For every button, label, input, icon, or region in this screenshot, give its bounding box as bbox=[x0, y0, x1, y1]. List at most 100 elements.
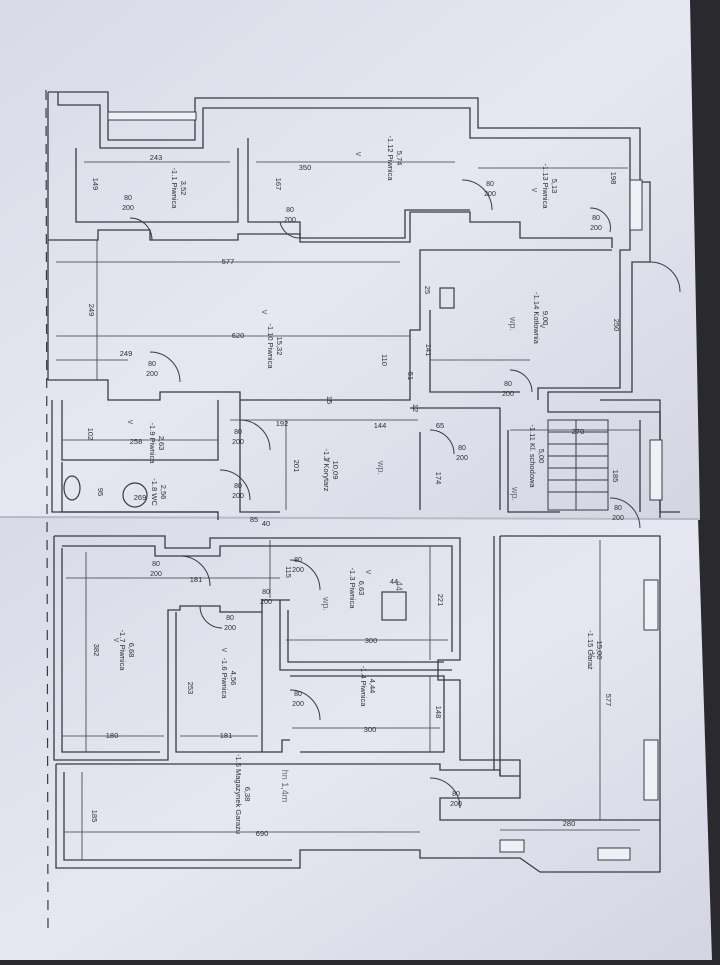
room-area-r1_5: 6,38 bbox=[243, 787, 252, 802]
room-area-r1_3: 6,63 bbox=[357, 581, 366, 596]
annotation-label: v bbox=[364, 570, 374, 575]
margin-dash-line bbox=[45, 89, 49, 931]
room-name-r1_4: -1.4 Piwnica bbox=[359, 666, 368, 708]
annotation-label: v bbox=[588, 653, 598, 658]
walls bbox=[47, 91, 680, 873]
dimension-label: 249 bbox=[120, 349, 133, 358]
door-height-label: 200 bbox=[224, 625, 236, 632]
paper-sheet-lower bbox=[0, 516, 712, 960]
door-width-label: 80 bbox=[294, 557, 302, 564]
room-area-r1_7: 6,68 bbox=[127, 643, 136, 658]
door-height-label: 200 bbox=[292, 567, 304, 574]
annotation-label: hn 1,4m bbox=[280, 770, 290, 803]
door-height-label: 200 bbox=[232, 439, 244, 446]
dimension-label: 258 bbox=[130, 437, 143, 446]
dimension-label: 115 bbox=[284, 566, 293, 578]
door-height-label: 200 bbox=[232, 493, 244, 500]
room-name-r1_5: -1.5 Magazynek Garażu bbox=[234, 754, 243, 834]
dimension-label: 181 bbox=[190, 575, 203, 584]
dimension-label: 280 bbox=[563, 819, 576, 828]
room-area-r1_15: 15,00 bbox=[595, 641, 604, 660]
dimension-label: 12 bbox=[411, 404, 420, 412]
dimension-label: 620 bbox=[232, 331, 245, 340]
dimension-label: 15 bbox=[325, 396, 334, 404]
door-height-label: 200 bbox=[502, 391, 514, 398]
dimension-label: 577 bbox=[604, 694, 613, 707]
annotation-label: v bbox=[112, 638, 122, 643]
room-area-r1_10: 15,32 bbox=[275, 337, 284, 356]
dimension-label: 65 bbox=[436, 421, 444, 430]
door-width-label: 80 bbox=[458, 445, 466, 452]
dimension-label: 269 bbox=[134, 493, 147, 502]
dimension-label: 180 bbox=[106, 731, 119, 740]
dimension-label: 201 bbox=[292, 460, 301, 473]
door-width-label: 80 bbox=[294, 691, 302, 698]
annotation-label: wp. bbox=[376, 460, 386, 475]
dimension-label: 95 bbox=[96, 488, 105, 496]
door-height-label: 200 bbox=[146, 371, 158, 378]
door-height-label: 200 bbox=[292, 701, 304, 708]
room-area-r1_4: 4,44 bbox=[368, 679, 377, 694]
room-area-r1_13: 5,13 bbox=[550, 179, 559, 194]
annotation-label: wp. bbox=[321, 596, 331, 611]
door-width-label: 80 bbox=[286, 207, 294, 214]
dimension-label: 85 bbox=[250, 515, 258, 524]
door-labels: 80 200 80 200 80 200 80 200 80 200 80 200 80 200 80 200… bbox=[122, 181, 624, 808]
annotation-label: v bbox=[538, 324, 548, 329]
boiler-fixture bbox=[439, 287, 455, 309]
dimension-label: 690 bbox=[256, 829, 269, 838]
door-width-label: 80 bbox=[614, 505, 622, 512]
annotation-label: v bbox=[126, 420, 136, 425]
door-height-label: 200 bbox=[590, 225, 602, 232]
dimension-lines bbox=[56, 161, 640, 860]
door-width-label: 80 bbox=[234, 483, 242, 490]
room-name-r1_10: -1.10 Piwnica bbox=[266, 323, 275, 369]
annotation-label: v bbox=[260, 310, 270, 315]
wc-bowl bbox=[63, 475, 81, 501]
door-width-label: 80 bbox=[234, 429, 242, 436]
dimension-label: 221 bbox=[436, 594, 445, 607]
annotation-label: 44 bbox=[394, 581, 404, 591]
door-width-label: 80 bbox=[124, 195, 132, 202]
door-width-label: 80 bbox=[226, 615, 234, 622]
door-width-label: 80 bbox=[152, 561, 160, 568]
door-width-label: 80 bbox=[262, 589, 270, 596]
room-area-r1_6: 4,56 bbox=[229, 671, 238, 686]
page-fold bbox=[0, 516, 701, 520]
room-name-r1_1: -1.1 Piwnica bbox=[170, 168, 179, 210]
room-area-r1_2: 10,09 bbox=[331, 461, 340, 480]
dimension-label: 243 bbox=[150, 153, 163, 162]
door-width-label: 80 bbox=[486, 181, 494, 188]
room-name-r1_8: -1.8 WC bbox=[150, 478, 159, 506]
door-height-label: 200 bbox=[612, 515, 624, 522]
room-area-r1_14: 9,00 bbox=[541, 311, 550, 326]
dimension-label: 185 bbox=[611, 470, 620, 483]
dimension-label: 51 bbox=[406, 372, 415, 380]
annotation-label: wp. bbox=[510, 486, 520, 501]
dimension-label: 149 bbox=[91, 178, 100, 191]
room-area-r1_8: 2,56 bbox=[159, 485, 168, 500]
door-height-label: 200 bbox=[260, 599, 272, 606]
dimension-label: 25 bbox=[423, 286, 432, 294]
chimney bbox=[381, 591, 407, 621]
chimney-and-fixtures bbox=[63, 287, 455, 621]
dimension-label: 300 bbox=[364, 725, 377, 734]
dimension-label: 102 bbox=[86, 428, 95, 441]
door-height-label: 200 bbox=[150, 571, 162, 578]
door-width-label: 80 bbox=[592, 215, 600, 222]
room-name-r1_12: -1.12 Piwnica bbox=[386, 135, 395, 181]
dimension-label: 300 bbox=[365, 636, 378, 645]
door-swings bbox=[129, 179, 681, 809]
door-height-label: 200 bbox=[456, 455, 468, 462]
dimension-label: 250 bbox=[612, 319, 621, 332]
dimension-label: 40 bbox=[262, 519, 270, 528]
dimension-label: 174 bbox=[434, 472, 443, 485]
room-area-r1_12: 5,74 bbox=[395, 151, 404, 166]
wc-basin bbox=[122, 482, 148, 508]
room-area-r1_9: 2,63 bbox=[157, 436, 166, 451]
door-height-label: 200 bbox=[484, 191, 496, 198]
